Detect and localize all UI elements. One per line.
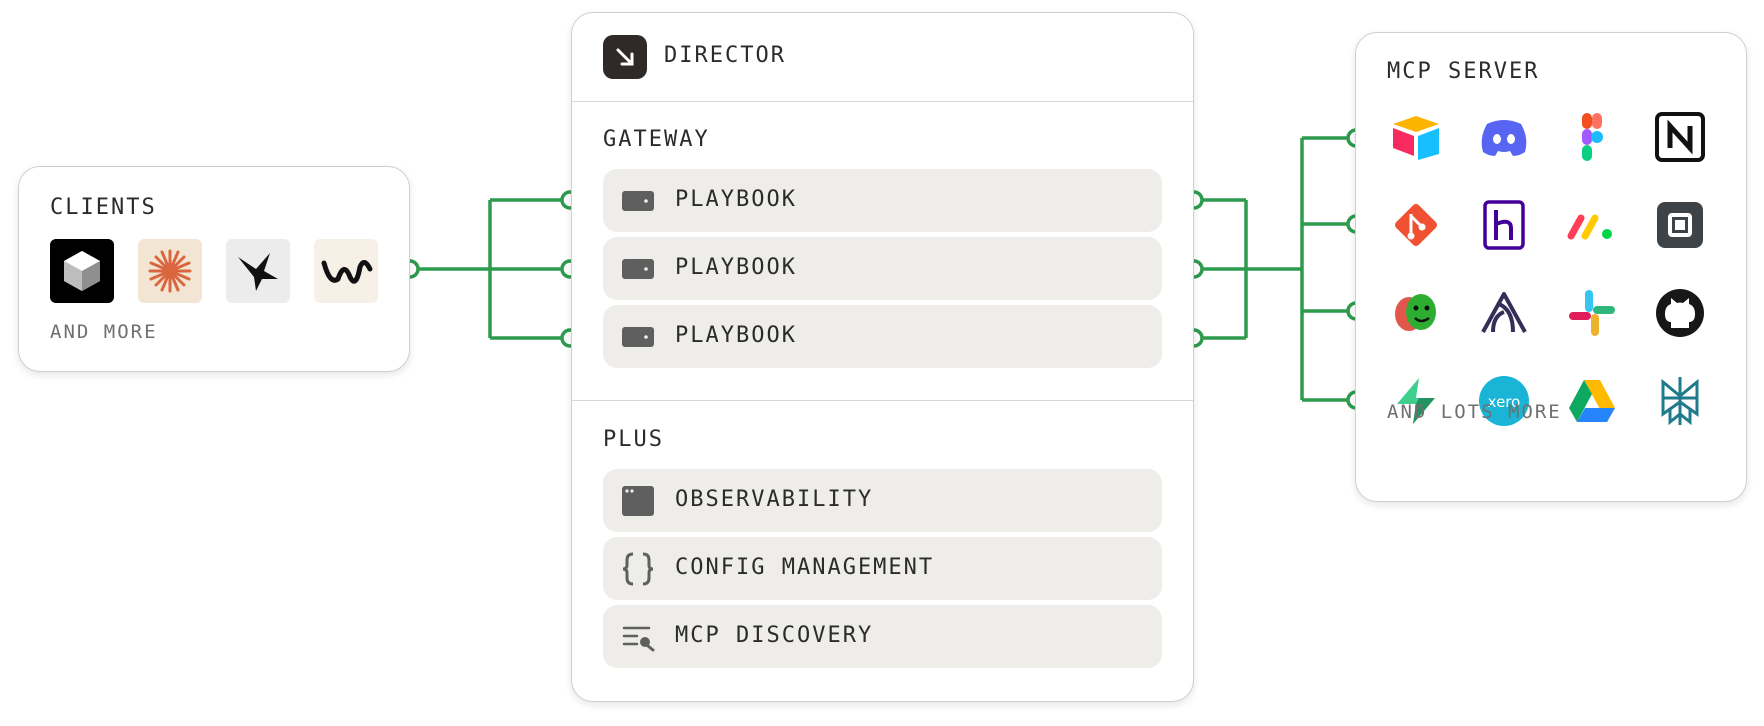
playbook-row-1[interactable]: PLAYBOOK xyxy=(603,169,1162,232)
clients-footer: AND MORE xyxy=(50,321,158,343)
supabase-icon xyxy=(1389,374,1443,428)
figma-icon xyxy=(1565,110,1619,164)
observability-row[interactable]: OBSERVABILITY xyxy=(603,469,1162,532)
notion-icon xyxy=(1653,110,1707,164)
discord-icon xyxy=(1477,110,1531,164)
server-icon xyxy=(622,327,654,347)
cube-logo-icon xyxy=(50,239,114,303)
playbook-label: PLAYBOOK xyxy=(675,255,797,280)
config-management-label: CONFIG MANAGEMENT xyxy=(675,555,935,580)
server-icon xyxy=(622,259,654,279)
config-management-row[interactable]: CONFIG MANAGEMENT xyxy=(603,537,1162,600)
director-title: DIRECTOR xyxy=(664,43,786,68)
playwright-icon xyxy=(1389,286,1443,340)
xero-icon: xero xyxy=(1477,374,1531,428)
git-icon xyxy=(1389,198,1443,252)
observability-label: OBSERVABILITY xyxy=(675,487,874,512)
server-icon xyxy=(622,191,654,211)
github-icon xyxy=(1653,286,1707,340)
director-card: DIRECTOR GATEWAY PLAYBOOK PLAYBOOK PLAYB… xyxy=(571,12,1194,702)
director-logo-icon xyxy=(603,35,647,79)
xero-wordmark: xero xyxy=(1488,393,1521,411)
playbook-label: PLAYBOOK xyxy=(675,323,797,348)
mcp-discovery-label: MCP DISCOVERY xyxy=(675,623,874,648)
starburst-logo-icon xyxy=(138,239,202,303)
playbook-row-3[interactable]: PLAYBOOK xyxy=(603,305,1162,368)
browser-window-icon xyxy=(622,486,654,516)
perplexity-icon xyxy=(1653,374,1707,428)
clients-title: CLIENTS xyxy=(50,195,157,220)
monday-icon xyxy=(1565,198,1619,252)
director-section-divider xyxy=(572,400,1193,401)
mcp-footer: AND LOTS MORE xyxy=(1387,401,1562,423)
mcp-title: MCP SERVER xyxy=(1387,59,1540,84)
playbook-label: PLAYBOOK xyxy=(675,187,797,212)
bird-logo-icon xyxy=(226,239,290,303)
clients-card: CLIENTS AND MORE xyxy=(18,166,410,372)
director-header-divider xyxy=(572,101,1193,102)
sentry-icon xyxy=(1477,286,1531,340)
heroku-icon xyxy=(1477,198,1531,252)
list-search-icon xyxy=(622,626,655,652)
wave-logo-icon xyxy=(314,239,378,303)
slack-icon xyxy=(1565,286,1619,340)
square-icon xyxy=(1653,198,1707,252)
mcp-server-card: MCP SERVER xero xyxy=(1355,32,1747,502)
curly-braces-icon xyxy=(622,552,654,586)
airtable-icon xyxy=(1389,110,1443,164)
gateway-title: GATEWAY xyxy=(603,127,710,152)
playbook-row-2[interactable]: PLAYBOOK xyxy=(603,237,1162,300)
plus-title: PLUS xyxy=(603,427,664,452)
google-drive-icon xyxy=(1565,374,1619,428)
mcp-discovery-row[interactable]: MCP DISCOVERY xyxy=(603,605,1162,668)
